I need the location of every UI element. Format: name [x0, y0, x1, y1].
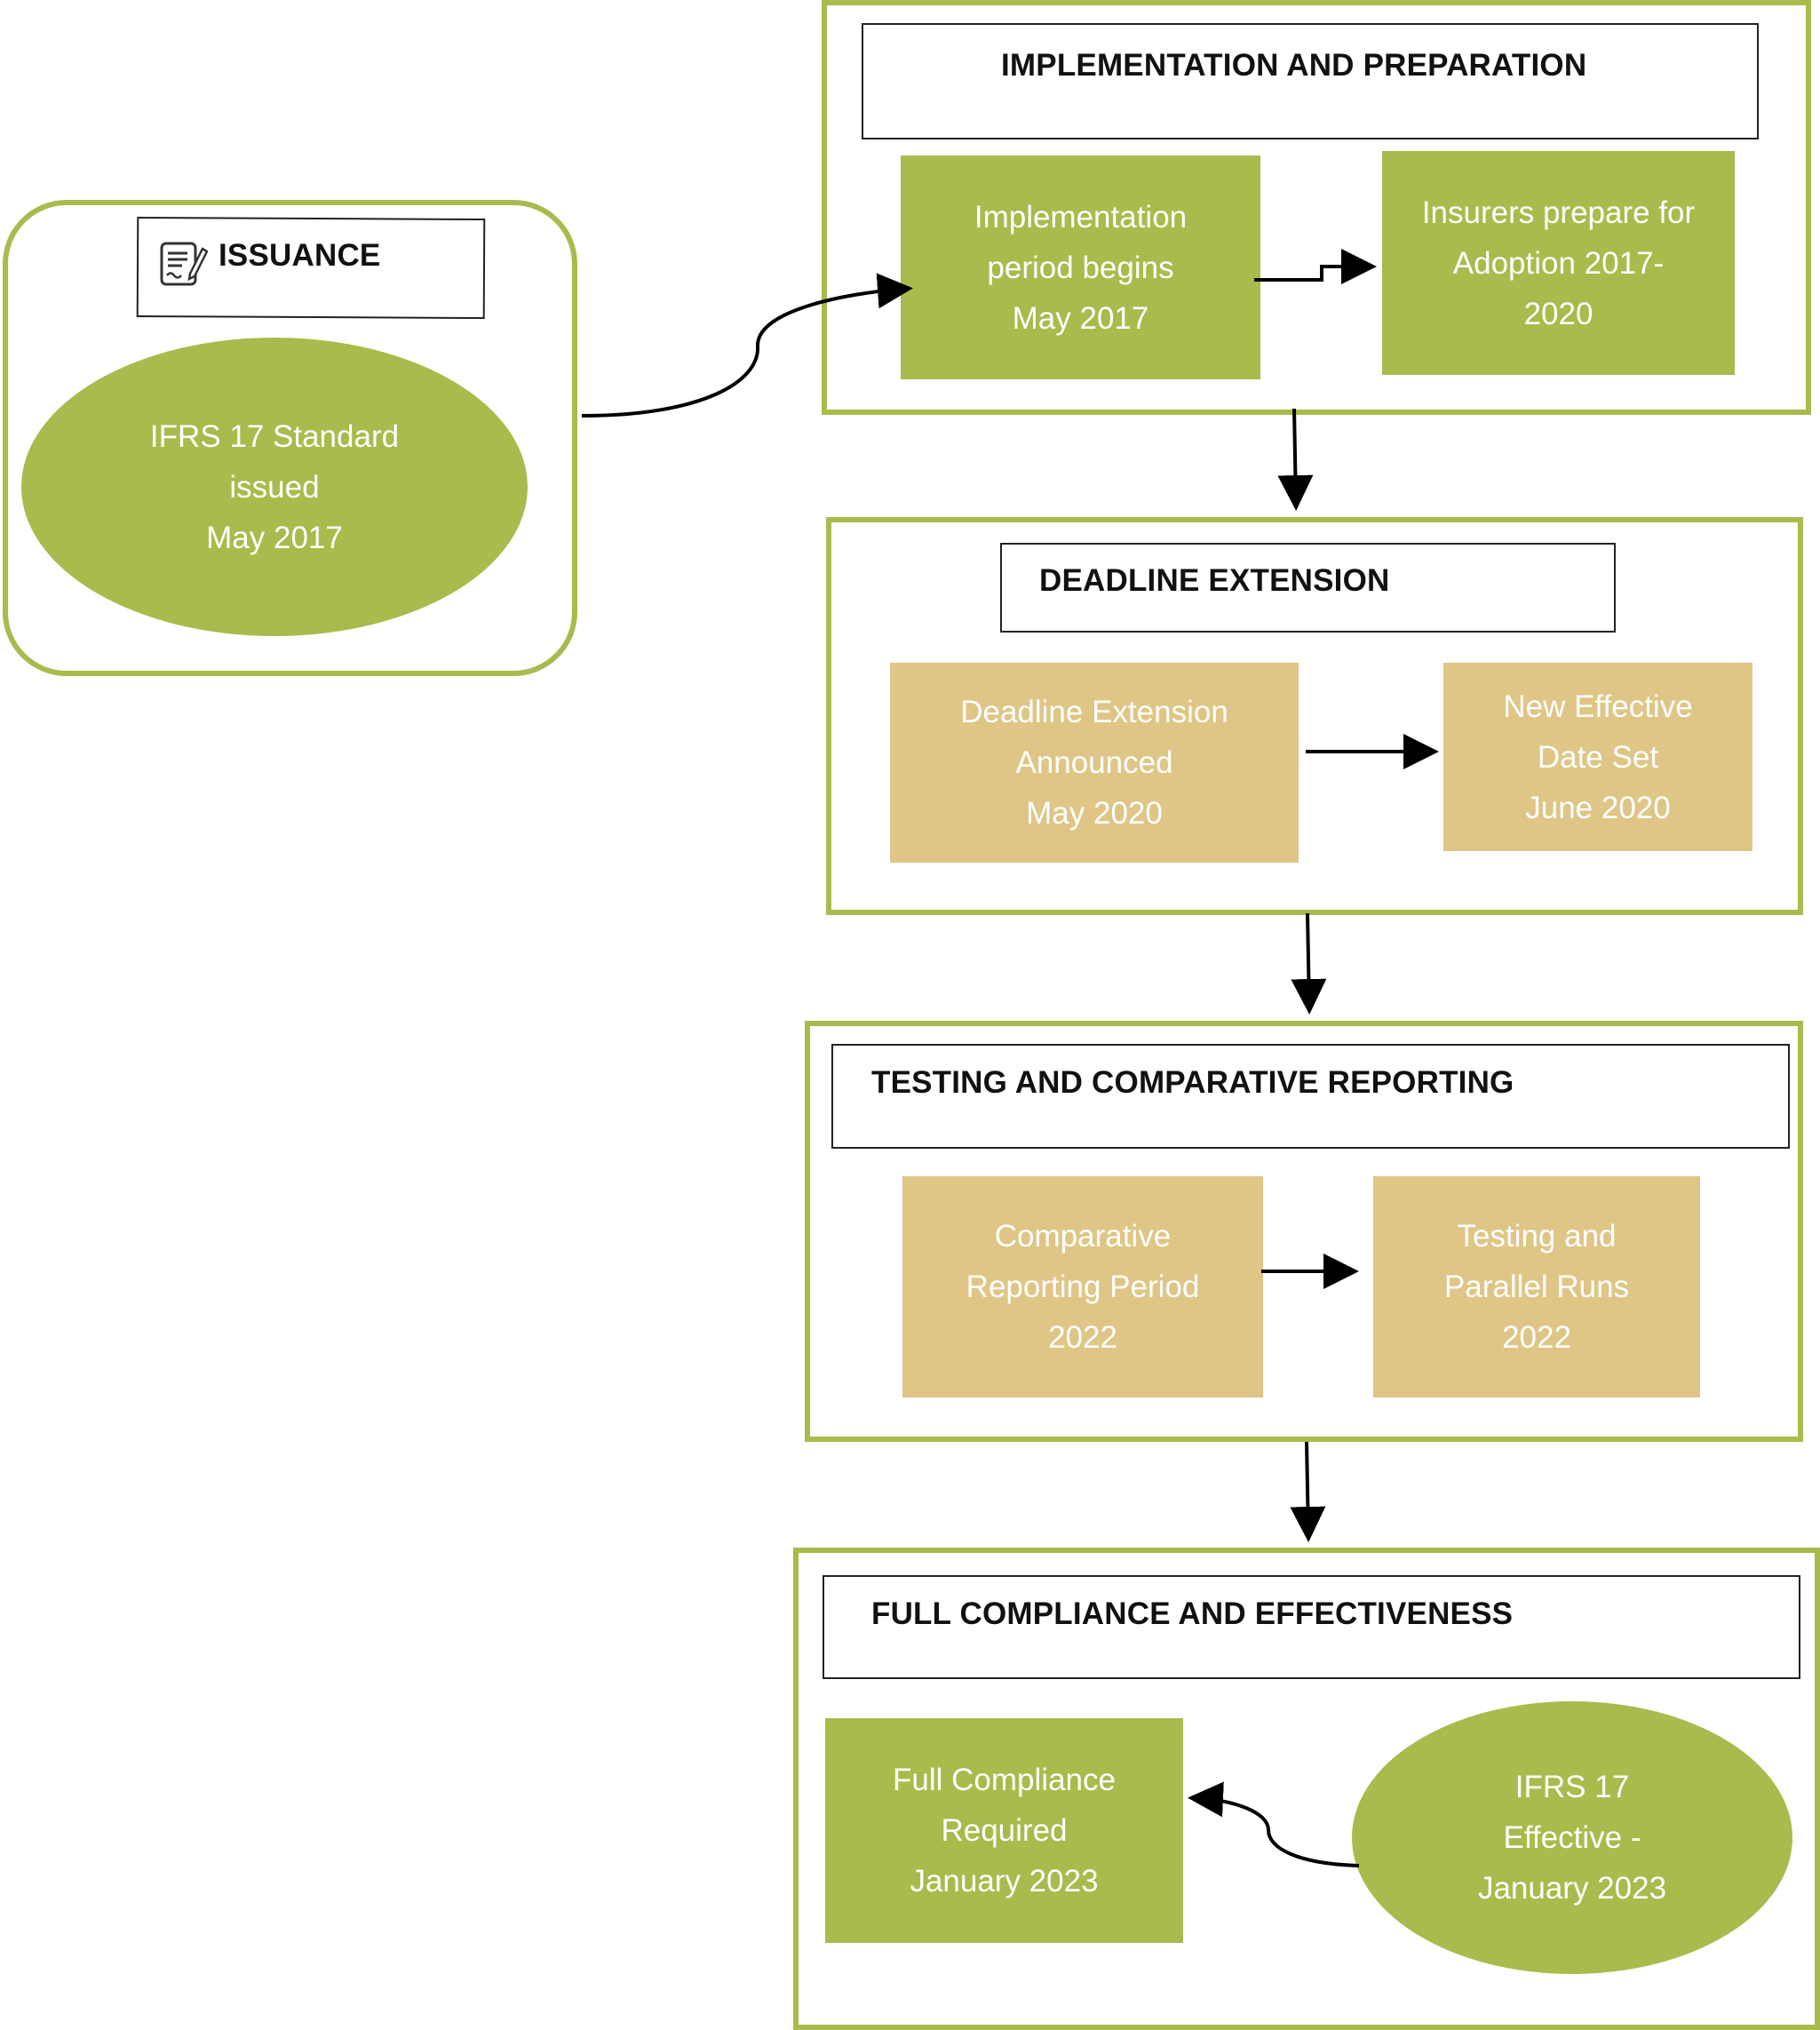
testing-parallel-runs-node: Testing and Parallel Runs 2022 [1373, 1176, 1700, 1397]
arrow-implementation-to-prepare [1254, 249, 1377, 284]
arrow-issuance-to-implementation [581, 273, 913, 418]
node-line: Date Set [1537, 739, 1659, 775]
full-compliance-node: Full Compliance Required January 2023 [825, 1718, 1183, 1943]
comparative-reporting-node: Comparative Reporting Period 2022 [902, 1176, 1263, 1397]
node-line: May 2017 [206, 520, 343, 555]
node-line: Required [941, 1813, 1068, 1848]
new-effective-date-node: New Effective Date Set June 2020 [1443, 663, 1752, 851]
insurers-prepare-node: Insurers prepare for Adoption 2017- 2020 [1382, 151, 1735, 375]
node-line: IFRS 17 Standard [149, 418, 400, 454]
node-line: Parallel Runs [1443, 1270, 1630, 1304]
issuance-title: ISSUANCE [219, 238, 381, 273]
arrow-testing-to-compliance [1290, 1441, 1326, 1542]
compliance-title: FULL COMPLIANCE AND EFFECTIVENESS [871, 1596, 1514, 1631]
node-line: Insurers prepare for [1421, 195, 1696, 230]
node-line: Reporting Period [966, 1270, 1200, 1304]
implementation-title-box [862, 23, 1759, 139]
ifrs17-effective-node: IFRS 17 Effective - January 2023 [1352, 1701, 1792, 1974]
compliance-title-box [823, 1575, 1800, 1679]
node-line: Effective - [1503, 1820, 1641, 1855]
node-line: IFRS 17 [1514, 1770, 1630, 1804]
deadline-extension-node: Deadline Extension Announced May 2020 [890, 663, 1299, 863]
node-line: 2020 [1523, 296, 1593, 331]
node-line: January 2023 [1477, 1871, 1667, 1906]
node-line: period begins [987, 250, 1174, 285]
node-line: Deadline Extension [960, 695, 1228, 729]
ifrs17-issued-node: IFRS 17 Standard issued May 2017 [21, 338, 528, 636]
extension-title: DEADLINE EXTENSION [1039, 563, 1390, 598]
node-line: 2022 [1048, 1320, 1117, 1355]
node-line: New Effective [1503, 689, 1693, 724]
node-line: May 2017 [1012, 300, 1149, 336]
node-line: Announced [1015, 745, 1173, 780]
extension-title-box [1000, 543, 1616, 633]
node-line: Full Compliance [893, 1763, 1116, 1797]
arrow-effective-to-full-compliance [1188, 1781, 1360, 1867]
node-line: Implementation [974, 199, 1188, 235]
node-line: May 2020 [1026, 796, 1163, 831]
node-line: Testing and [1457, 1219, 1617, 1254]
implementation-begins-node: Implementation period begins May 2017 [901, 155, 1260, 379]
testing-title-box [831, 1044, 1790, 1149]
node-line: Comparative [994, 1219, 1172, 1254]
document-signature-icon [158, 238, 209, 288]
node-line: issued [229, 469, 320, 505]
node-line: 2022 [1502, 1320, 1571, 1355]
implementation-title: IMPLEMENTATION AND PREPARATION [1001, 48, 1587, 83]
node-line: January 2023 [910, 1864, 1099, 1899]
node-line: June 2020 [1525, 790, 1671, 825]
arrow-extension-to-testing [1291, 912, 1327, 1015]
testing-title: TESTING AND COMPARATIVE REPORTING [871, 1065, 1514, 1100]
arrow-implementation-to-extension [1277, 408, 1314, 511]
node-line: Adoption 2017- [1452, 245, 1665, 281]
